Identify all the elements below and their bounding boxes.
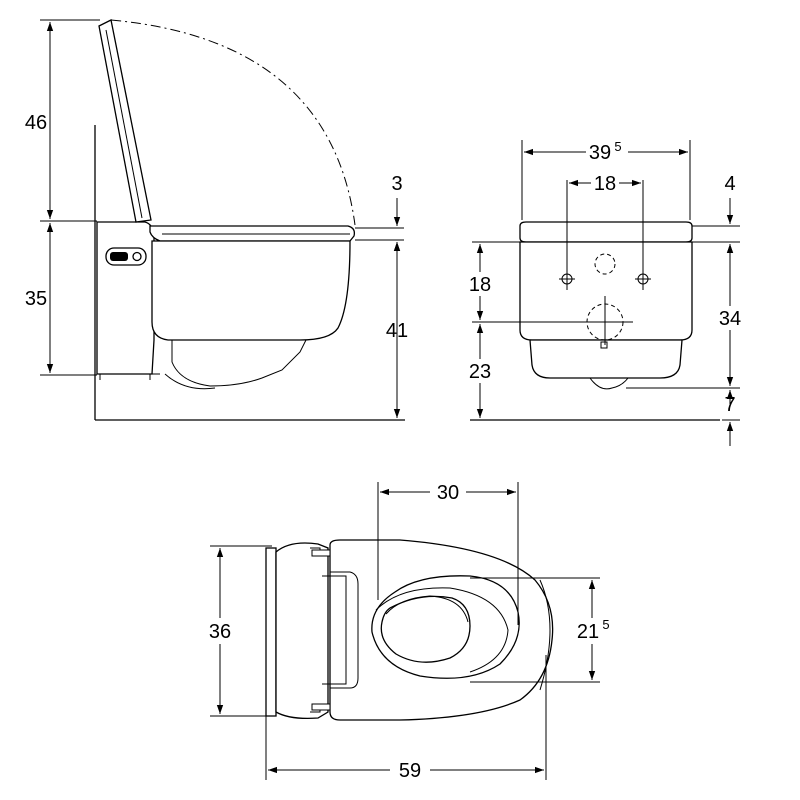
dim-rim-height: 41 [386, 320, 408, 342]
side-mounting-frame [96, 221, 155, 375]
dim-seat-height: 35 [25, 288, 47, 310]
top-bowl-water [380, 595, 471, 663]
top-wall-plate [265, 547, 277, 717]
front-lid [519, 221, 693, 243]
top-seat-opening [371, 575, 520, 679]
front-lower-housing [529, 339, 683, 379]
dim-floor-gap: 7 [724, 394, 735, 416]
side-raised-lid [98, 19, 152, 223]
dim-outlet-height: 23 [469, 361, 491, 383]
dim-body-height: 34 [719, 308, 741, 330]
top-view: 30 36 21 5 59 [204, 480, 614, 782]
dim-depth-width: 36 [209, 621, 231, 643]
dim-lid-thickness: 4 [724, 173, 735, 195]
front-bowl-body [519, 241, 693, 341]
dim-front-width-sup: 5 [614, 139, 621, 154]
dim-bolt-height: 18 [469, 274, 491, 296]
dim-bowl-width: 30 [437, 482, 459, 504]
top-seat-outline [329, 539, 554, 721]
front-view: 39 5 18 4 34 7 18 23 [462, 139, 748, 446]
lid-swing-arc [110, 19, 356, 226]
dim-lid-height: 46 [25, 112, 47, 134]
side-view: 46 35 3 41 [25, 19, 408, 421]
dim-front-width: 39 [589, 142, 611, 164]
water-inlet-icon [594, 253, 616, 275]
dim-total-length: 59 [399, 760, 421, 782]
dim-bolt-spacing: 18 [594, 173, 616, 195]
top-hinge-housing [275, 542, 329, 720]
side-bowl-body [151, 240, 351, 341]
dim-seat-thickness: 3 [391, 173, 402, 195]
dim-opening-width-sup: 5 [602, 617, 609, 632]
dim-opening-width: 21 [577, 621, 599, 643]
